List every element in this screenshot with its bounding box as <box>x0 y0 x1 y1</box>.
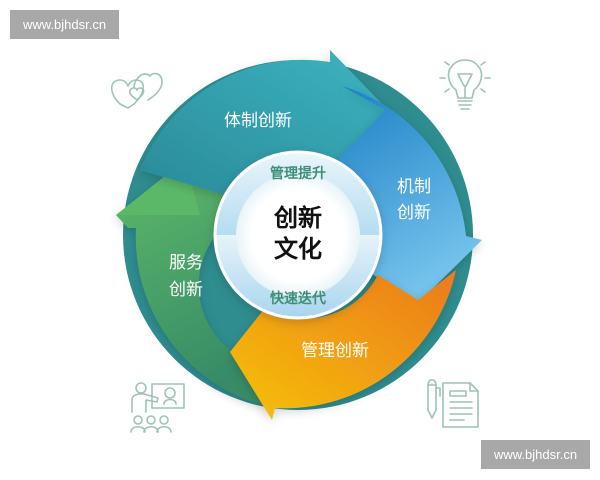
label-management-innovation: 管理创新 <box>301 341 369 361</box>
hearts-icon <box>110 72 163 109</box>
label-mechanism-innovation-line1: 机制 <box>397 177 431 197</box>
watermark-top: www.bjhdsr.cn <box>10 10 119 39</box>
segment-management-innovation <box>230 270 456 420</box>
label-service-innovation-line1: 服务 <box>169 253 203 273</box>
label-service-innovation-line2: 创新 <box>169 280 203 300</box>
lightbulb-icon <box>439 59 491 110</box>
ring-label-bottom: 快速迭代 <box>270 290 326 307</box>
presentation-icon <box>130 382 185 433</box>
ring-label-top: 管理提升 <box>270 165 326 182</box>
label-system-innovation: 体制创新 <box>224 111 292 131</box>
label-mechanism-innovation-line2: 创新 <box>397 203 431 223</box>
document-pen-icon <box>427 378 479 428</box>
center-title-line2: 文化 <box>274 235 322 263</box>
core-circle <box>236 173 360 297</box>
center-title-line1: 创新 <box>273 204 322 232</box>
watermark-bottom: www.bjhdsr.cn <box>481 440 590 469</box>
